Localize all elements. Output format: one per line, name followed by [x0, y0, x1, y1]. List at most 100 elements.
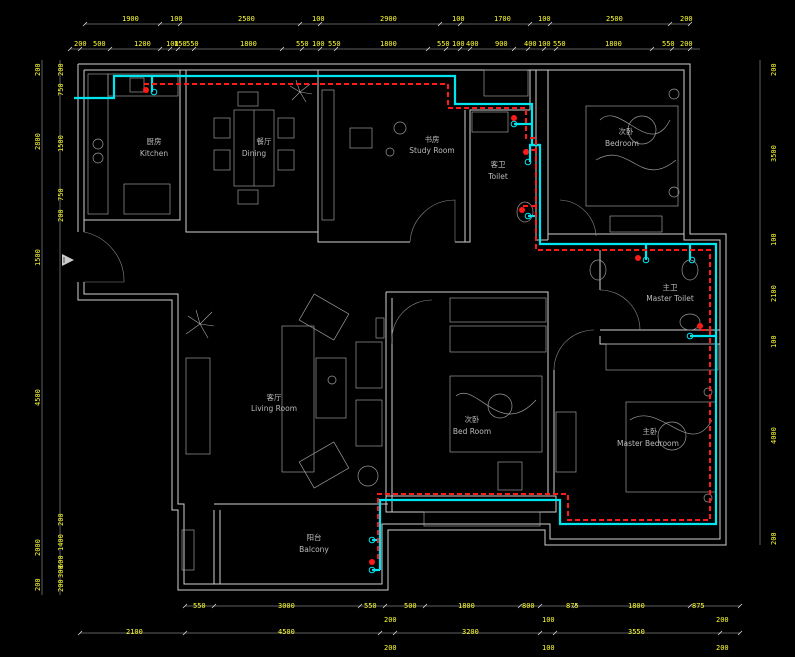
- dim-left-outer-2: 1500: [34, 249, 42, 266]
- dimension-tick: [687, 603, 693, 609]
- dim-top2-2: 1200: [134, 40, 151, 48]
- dim-top1-2: 2500: [238, 15, 255, 23]
- dim-left-outer-1: 2800: [34, 133, 42, 150]
- room-dining-cn: 餐厅: [257, 137, 272, 146]
- room-bedroom-cn: 次卧: [465, 414, 480, 424]
- dimension-tick: [333, 46, 339, 52]
- dim-top2-15: 400: [524, 40, 537, 48]
- room-kitchen-en: Kitchen: [140, 149, 168, 158]
- dimension-tick: [552, 630, 558, 636]
- dimension-tick: [572, 603, 578, 609]
- dimension-tick: [182, 630, 188, 636]
- dimension-tick: [175, 46, 181, 52]
- dimension-tick: [357, 603, 363, 609]
- dimension-tick: [77, 630, 83, 636]
- room-living-cn: 客厅: [267, 392, 282, 402]
- room-toilet-en: Toilet: [487, 172, 508, 181]
- dimension-tick: [687, 21, 693, 27]
- dimension-tick: [737, 603, 743, 609]
- dimension-tick: [377, 630, 383, 636]
- dim-top2-6: 1800: [240, 40, 257, 48]
- dimension-tick: [167, 46, 173, 52]
- dimension-tick: [517, 603, 523, 609]
- dimension-tick: [82, 21, 88, 27]
- dim-bot1-2: 550: [364, 602, 377, 610]
- dim-bot1-3: 500: [404, 602, 417, 610]
- dimension-tick: [67, 46, 73, 52]
- bottom-dimensions-row3: 200 100 200: [384, 644, 729, 652]
- dim-left-inner-5: 200: [57, 513, 65, 526]
- dim-bot2-1: 4500: [278, 628, 295, 636]
- dim-left-outer-4: 2000: [34, 539, 42, 556]
- cold-water-pipes: [74, 74, 718, 572]
- dim-top2-10: 1800: [380, 40, 397, 48]
- dimension-tick: [443, 46, 449, 52]
- room-study-cn: 书房: [425, 134, 440, 144]
- room-dining-en: Dining: [242, 149, 266, 158]
- dim-top2-14: 900: [495, 40, 508, 48]
- dim-left-inner-7: 600: [57, 555, 65, 568]
- room-master-toilet-cn: 主卫: [663, 282, 678, 292]
- dim-right-1: 3500: [770, 145, 778, 162]
- dimension-tick: [182, 603, 188, 609]
- room-kitchen-cn: 厨房: [147, 136, 162, 146]
- dimension-tick: [537, 603, 543, 609]
- dim-left-inner-6: 1400: [57, 534, 65, 551]
- dimension-tick: [511, 46, 517, 52]
- dim-right-3: 2100: [770, 285, 778, 302]
- dim-left-inner-8: 300: [57, 565, 65, 578]
- dim-bot1-5: 800: [522, 602, 535, 610]
- dimension-tick: [157, 46, 163, 52]
- dim-left-inner-2: 1500: [57, 135, 65, 152]
- bottom-dimensions-row2: 2100 4500 200 3200 100 3550 200: [126, 616, 729, 636]
- room-bedroom-en: Bed Room: [453, 427, 491, 436]
- dim-top2-18: 1800: [605, 40, 622, 48]
- dim-top2-1: 500: [93, 40, 106, 48]
- bottom-dimensions-row1: 550 3000 550 500 1800 800 875 1800 875: [193, 602, 705, 610]
- dim-bot3-0: 200: [384, 644, 397, 652]
- dim-top1-1: 100: [170, 15, 183, 23]
- dim-left-outer-5: 200: [34, 578, 42, 591]
- dim-top2-12: 100: [452, 40, 465, 48]
- dimension-tick: [541, 46, 547, 52]
- dim-top2-13: 400: [466, 40, 479, 48]
- dim-top2-19: 550: [662, 40, 675, 48]
- dim-bot3-2: 200: [716, 644, 729, 652]
- room-bedroom-ne-en: Bedroom: [605, 139, 639, 148]
- potted-plant-icon: [289, 79, 313, 103]
- dim-left-inner-0: 200: [57, 63, 65, 76]
- dimension-tick: [382, 603, 388, 609]
- dimension-lines: [41, 21, 761, 636]
- room-master-bedroom-en: Master Bedroom: [617, 439, 679, 448]
- dimension-tick: [317, 21, 323, 27]
- room-bedroom-ne-cn: 次卧: [619, 126, 634, 136]
- dimension-tick: [77, 46, 83, 52]
- dimension-tick: [457, 46, 463, 52]
- dim-top1-6: 1700: [494, 15, 511, 23]
- dimension-tick: [553, 46, 559, 52]
- dimension-tick: [457, 21, 463, 27]
- room-balcony-en: Balcony: [299, 545, 329, 554]
- dim-top1-3: 100: [312, 15, 325, 23]
- dim-bot3-1: 100: [542, 644, 555, 652]
- dim-top2-9: 550: [328, 40, 341, 48]
- dim-top1-4: 2900: [380, 15, 397, 23]
- dim-right-5: 4000: [770, 427, 778, 444]
- dimension-tick: [537, 630, 543, 636]
- dim-bot1-1: 3000: [278, 602, 295, 610]
- entry-arrow-icon: [62, 254, 74, 266]
- top-dimensions-row1: 1900 100 2500 100 2900 100 1700 100 2500…: [122, 15, 693, 23]
- dim-bot1-0: 550: [193, 602, 206, 610]
- dimension-tick: [437, 21, 443, 27]
- dimension-tick: [425, 46, 431, 52]
- dim-bot1-8: 875: [692, 602, 705, 610]
- dimension-tick: [669, 46, 675, 52]
- dimension-tick: [107, 46, 113, 52]
- hot-water-pipes: [144, 83, 711, 562]
- right-dimensions: 200 3500 100 2100 100 4000 200: [770, 63, 778, 545]
- dimension-tick: [211, 603, 217, 609]
- dim-bot2-5: 3550: [628, 628, 645, 636]
- top-dimensions-row2: 200 500 1200 100 150 550 1800 550 100 55…: [74, 40, 693, 48]
- dim-right-2: 100: [770, 233, 778, 246]
